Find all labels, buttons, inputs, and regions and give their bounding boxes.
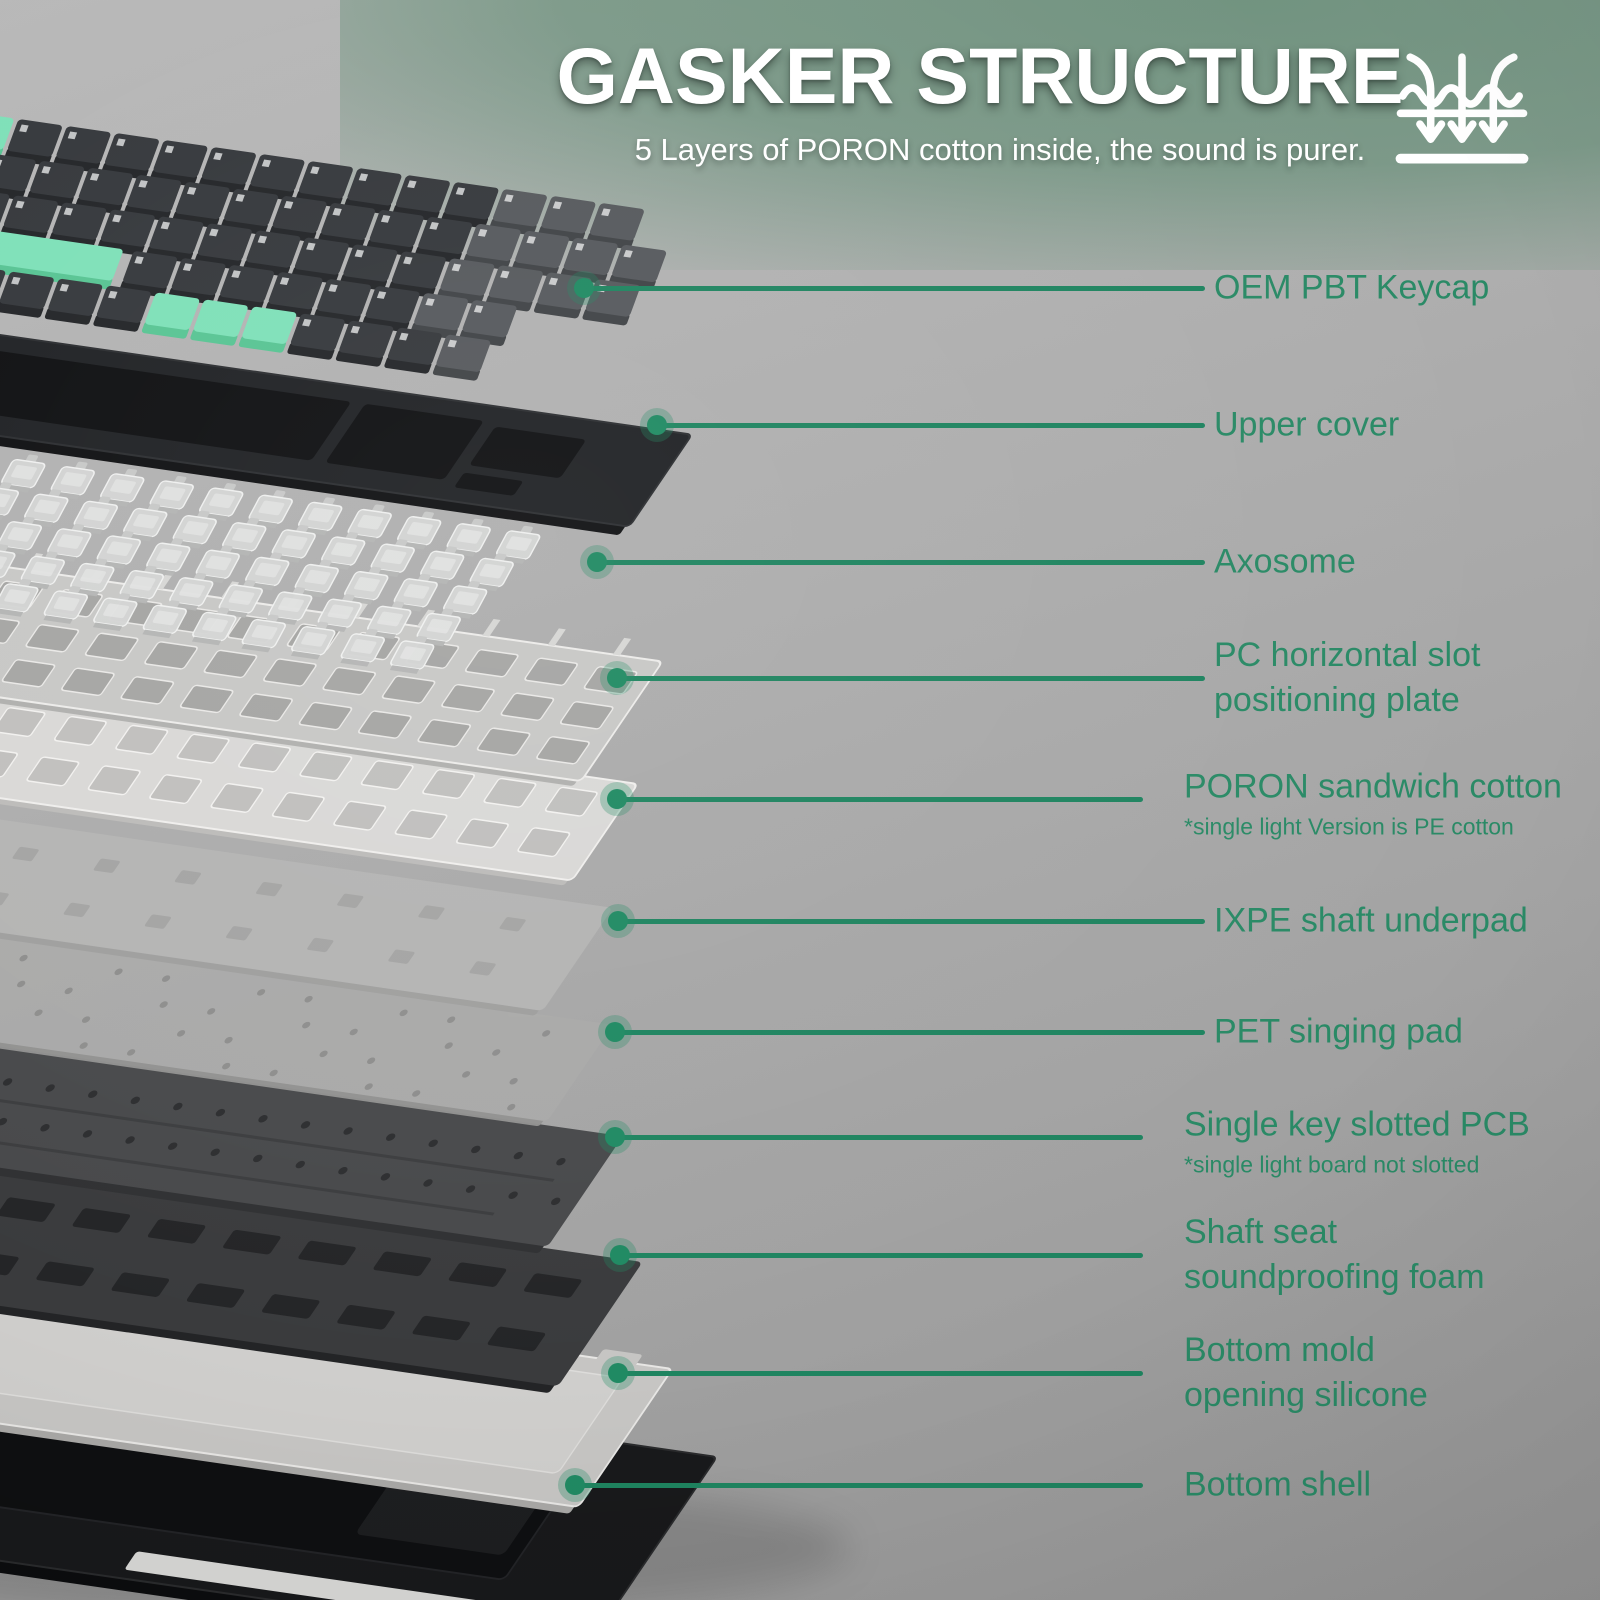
callout-dot-core-bottom-shell (565, 1475, 585, 1495)
callout-dot-pet-singing-pad (598, 1015, 632, 1049)
callout-label-pet-singing-pad: PET singing pad (1214, 1010, 1463, 1055)
callout-label-text: PET singing pad (1214, 1012, 1463, 1051)
leader-line-single-key-slotted-pcb (615, 1135, 1143, 1140)
callout-label-axosome: Axosome (1214, 540, 1356, 585)
callout-label-oem-pbt-keycap: OEM PBT Keycap (1214, 266, 1489, 311)
layer-single-key-slotted-pcb (0, 1035, 621, 1254)
layer-shaft-seat-soundproofing-foam (0, 1158, 641, 1393)
leader-line-axosome (597, 560, 1205, 565)
callout-label-poron-sandwich-cotton: PORON sandwich cotton *single light Versi… (1184, 765, 1562, 842)
callout-label-line: PC horizontal slot (1214, 636, 1481, 674)
callout-label-single-key-slotted-pcb: Single key slotted PCB *single light boar… (1184, 1103, 1530, 1180)
callout-label-text: Single key slotted PCB (1184, 1105, 1530, 1144)
callout-dot-axosome (580, 545, 614, 579)
page-subtitle: 5 Layers of PORON cotton inside, the sou… (634, 132, 1366, 167)
callout-label-text: PORON sandwich cotton (1184, 767, 1562, 806)
callout-label-text: Upper cover (1214, 405, 1400, 444)
callout-dot-shaft-seat-soundproofing-foam (603, 1238, 637, 1272)
callout-dot-core-bottom-mold-opening-silicone (608, 1363, 628, 1383)
callout-dot-upper-cover (640, 408, 674, 442)
callout-dot-core-shaft-seat-soundproofing-foam (610, 1245, 630, 1265)
leader-line-upper-cover (657, 423, 1205, 428)
wave-line (1398, 84, 1523, 108)
callout-label-bottom-mold-opening-silicone: Bottom mold opening silicone (1184, 1328, 1428, 1418)
layer-axosome (0, 454, 541, 674)
layer-poron-sandwich-cotton (0, 681, 637, 886)
callout-dot-pc-horizontal-slot-positioning-plate (600, 661, 634, 695)
left-arrowhead (1416, 120, 1446, 143)
callout-dot-core-oem-pbt-keycap (574, 278, 594, 298)
callout-dot-oem-pbt-keycap (567, 271, 601, 305)
callout-dot-core-pc-horizontal-slot-positioning-plate (607, 668, 627, 688)
callout-label-line: soundproofing foam (1184, 1258, 1485, 1296)
callout-label-pc-horizontal-slot-positioning-plate: PC horizontal slot positioning plate (1214, 633, 1480, 723)
layer-pet-singing-pad (0, 925, 611, 1127)
callout-dot-core-single-key-slotted-pcb (605, 1127, 625, 1147)
leader-line-pc-horizontal-slot-positioning-plate (617, 676, 1205, 681)
layer-upper-cover (0, 321, 691, 535)
leader-line-ixpe-shaft-underpad (618, 919, 1205, 924)
layer-ixpe-shaft-underpad (0, 808, 611, 1016)
callout-dot-core-pet-singing-pad (605, 1022, 625, 1042)
callout-dot-bottom-mold-opening-silicone (601, 1356, 635, 1390)
callout-dot-core-upper-cover (647, 415, 667, 435)
leader-line-bottom-shell (575, 1483, 1143, 1488)
leader-line-bottom-mold-opening-silicone (618, 1371, 1143, 1376)
callout-dot-core-ixpe-shaft-underpad (608, 911, 628, 931)
callout-label-line: Bottom mold (1184, 1331, 1375, 1369)
leader-line-oem-pbt-keycap (584, 286, 1205, 291)
middle-arrowhead (1447, 120, 1477, 143)
callout-dot-core-poron-sandwich-cotton (607, 789, 627, 809)
callout-label-text: Bottom shell (1184, 1465, 1372, 1504)
callout-label-text: Axosome (1214, 542, 1356, 581)
callout-label-line: Shaft seat (1184, 1213, 1338, 1251)
callout-label-ixpe-shaft-underpad: IXPE shaft underpad (1214, 899, 1528, 944)
callout-note: *single light Version is PE cotton (1184, 813, 1514, 840)
callout-dot-single-key-slotted-pcb (598, 1120, 632, 1154)
callout-dot-core-axosome (587, 552, 607, 572)
callout-dot-ixpe-shaft-underpad (601, 904, 635, 938)
callout-label-upper-cover: Upper cover (1214, 403, 1399, 448)
left-arrow-stem (1406, 53, 1435, 135)
callout-dot-bottom-shell (558, 1468, 592, 1502)
callout-dot-poron-sandwich-cotton (600, 782, 634, 816)
callout-label-bottom-shell: Bottom shell (1184, 1463, 1371, 1508)
layer-oem-pbt-keycap (0, 112, 667, 381)
callout-note: *single light board not slotted (1184, 1151, 1480, 1178)
sound-dampening-layers-icon (1395, 53, 1529, 164)
callout-label-line: positioning plate (1214, 681, 1460, 719)
callout-label-text: OEM PBT Keycap (1214, 268, 1490, 307)
page-title: GASKER STRUCTURE (556, 31, 1404, 120)
leader-line-shaft-seat-soundproofing-foam (620, 1253, 1143, 1258)
right-arrowhead (1478, 120, 1508, 143)
callout-label-shaft-seat-soundproofing-foam: Shaft seat soundproofing foam (1184, 1210, 1485, 1300)
leader-line-pet-singing-pad (615, 1030, 1205, 1035)
callout-label-line: opening silicone (1184, 1376, 1428, 1414)
callout-label-text: IXPE shaft underpad (1214, 901, 1528, 940)
leader-line-poron-sandwich-cotton (617, 797, 1143, 802)
